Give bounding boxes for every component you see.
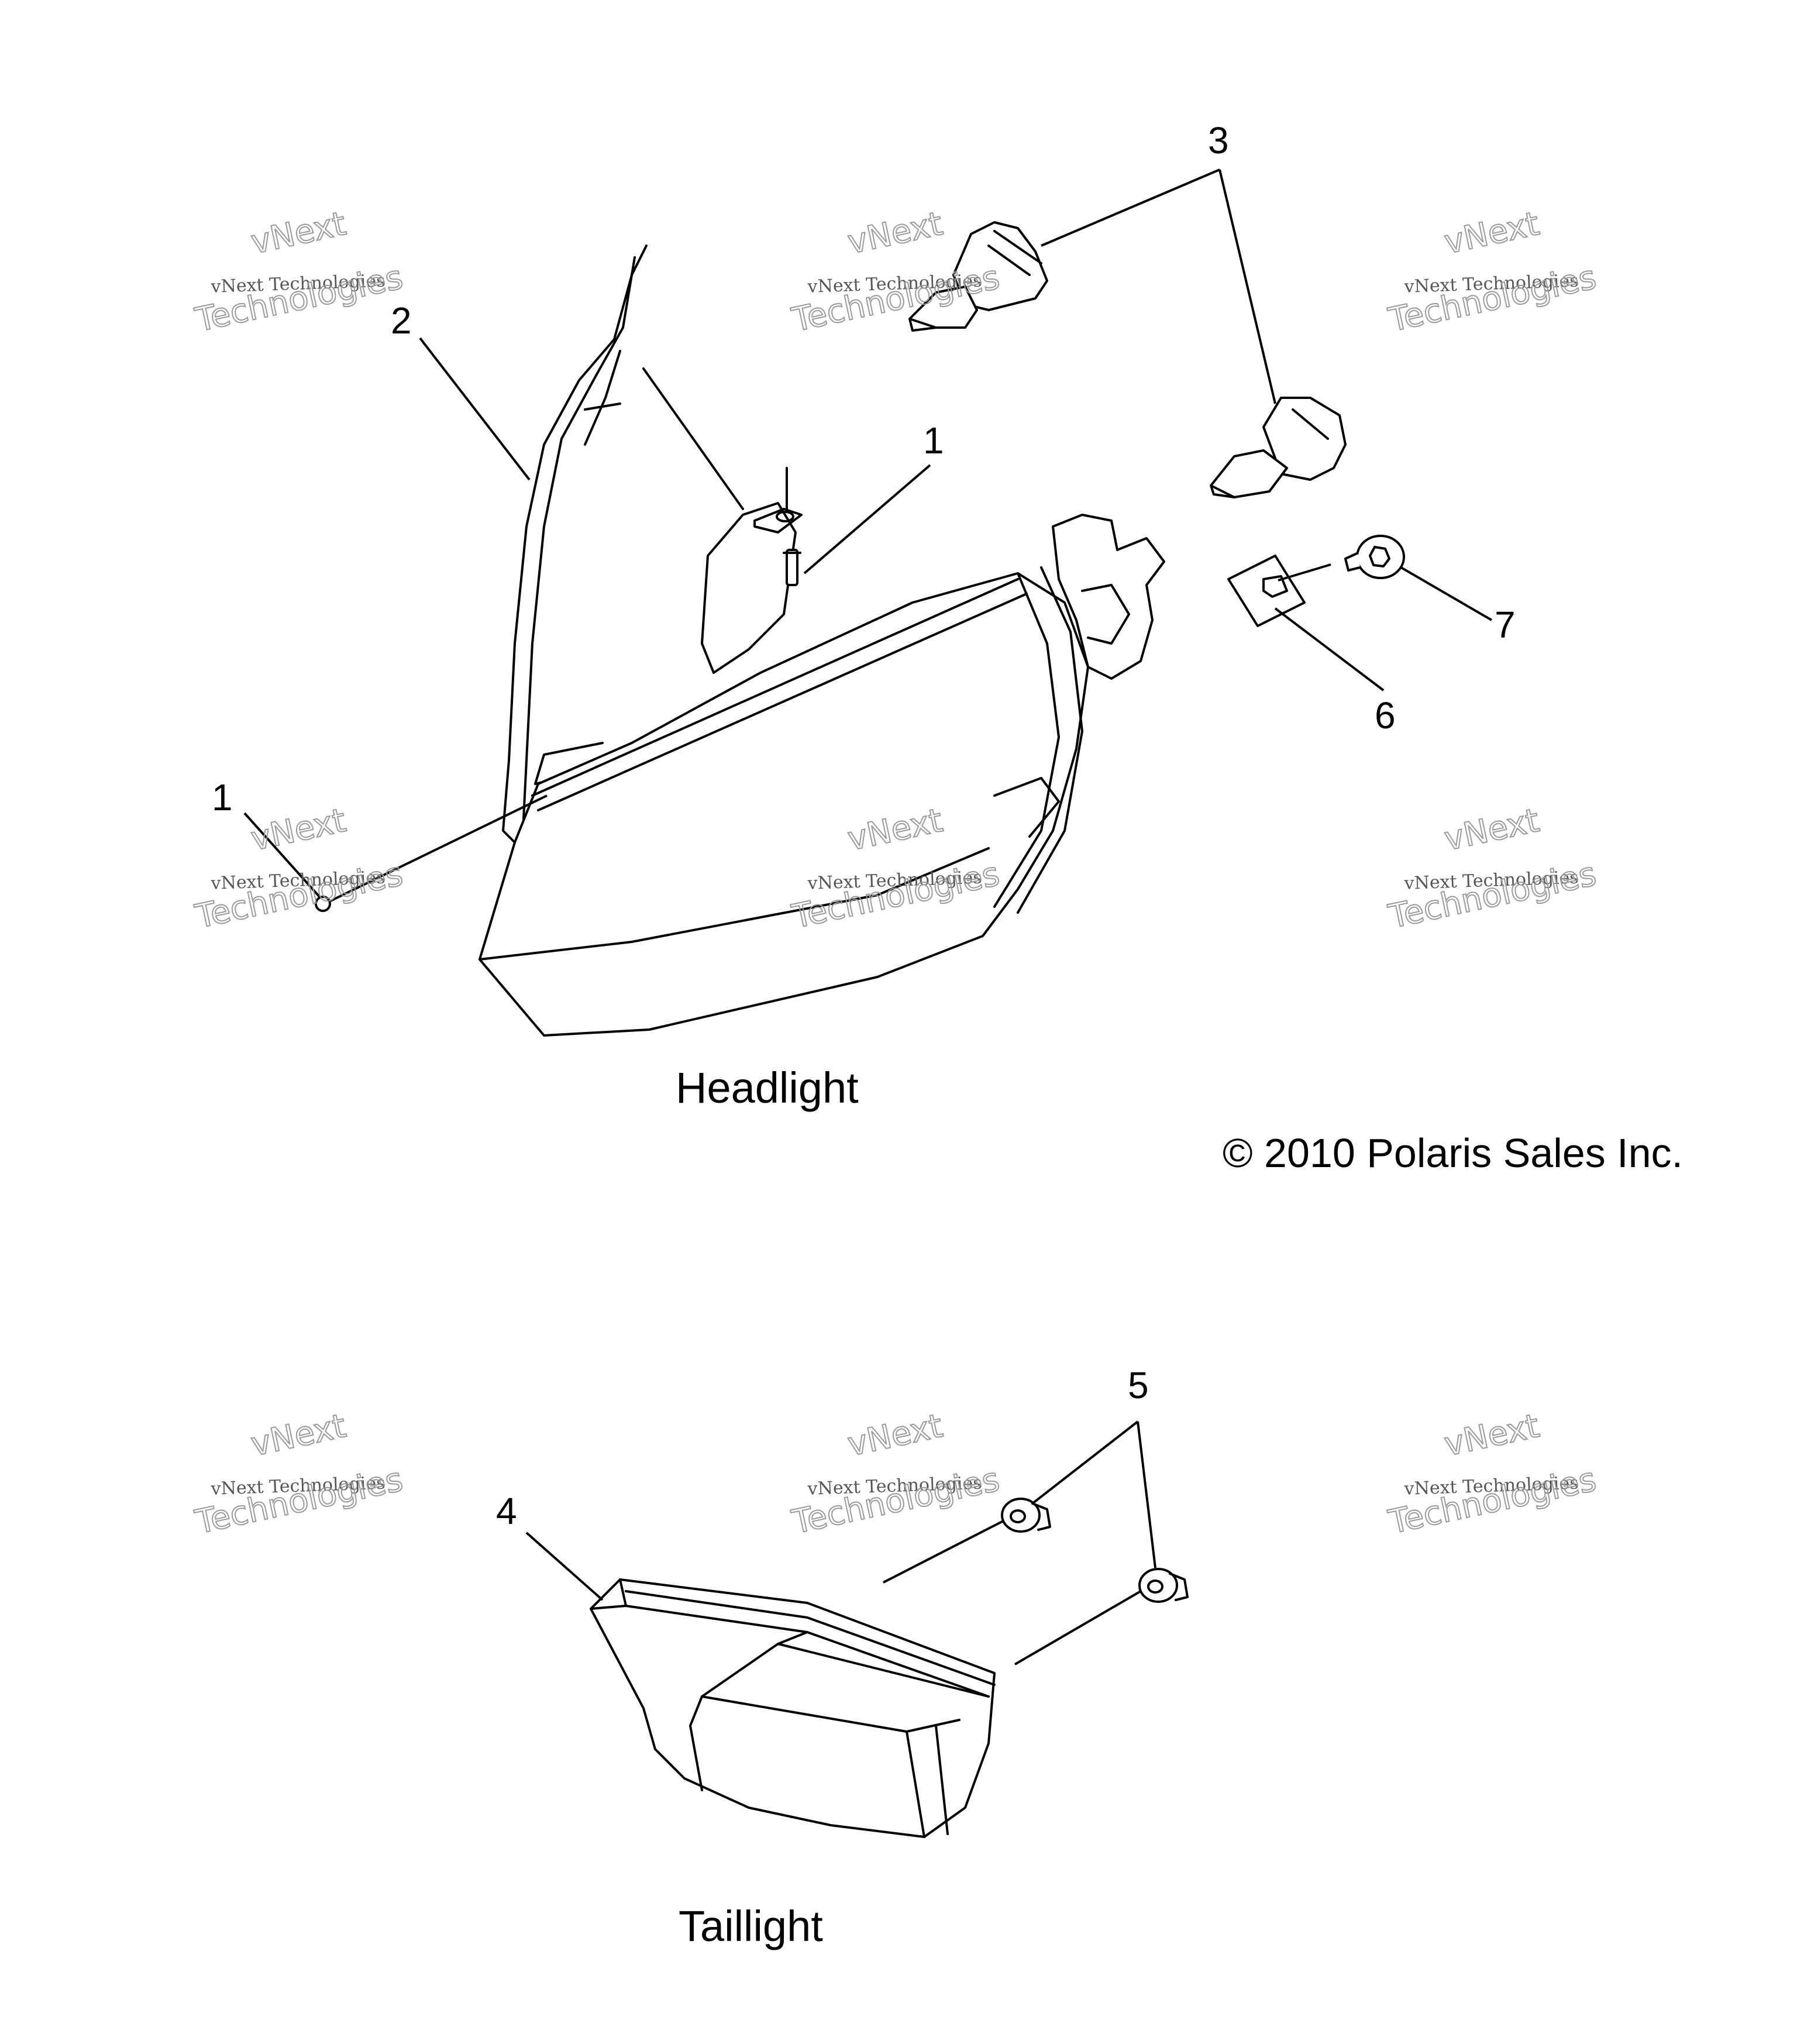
headlight-adjuster-bracket — [753, 467, 803, 534]
torx-screw — [1344, 535, 1405, 579]
grommet-lower — [1138, 1568, 1189, 1603]
svg-text:vNext: vNext — [844, 1407, 946, 1464]
callout-4: 4 — [496, 1490, 517, 1532]
watermark-r3c1: vNext vNext Technologies Technologies — [191, 1406, 407, 1542]
callout-7: 7 — [1495, 604, 1516, 646]
headlight-housing — [478, 502, 1089, 1037]
svg-text:Technologies: Technologies — [789, 1461, 1003, 1542]
grommet-upper — [1001, 1498, 1051, 1533]
watermark-r3c2: vNext vNext Technologies Technologies — [788, 1406, 1003, 1542]
taillight-label: Taillight — [679, 1902, 823, 1950]
watermark-r1c3: vNext vNext Technologies Technologies — [1385, 204, 1600, 340]
svg-text:Technologies: Technologies — [192, 1461, 406, 1542]
bulb-upper — [908, 221, 1048, 332]
watermark-r2c3: vNext vNext Technologies Technologies — [1385, 801, 1600, 937]
svg-text:Technologies: Technologies — [1385, 855, 1599, 937]
callout-1-upper: 1 — [923, 419, 944, 462]
bulb-lower — [1210, 397, 1347, 498]
svg-text:Technologies: Technologies — [192, 855, 406, 937]
headlight-label: Headlight — [676, 1064, 859, 1112]
svg-text:vNext: vNext — [1441, 205, 1543, 262]
headlight-rear-sockets — [993, 514, 1165, 838]
u-nut-clip — [1227, 555, 1306, 627]
callout-3: 3 — [1208, 119, 1229, 161]
svg-text:vNext: vNext — [844, 205, 946, 262]
svg-text:Technologies: Technologies — [789, 259, 1003, 340]
copyright-notice: © 2010 Polaris Sales Inc. — [1223, 1130, 1683, 1176]
screw-lower — [315, 896, 331, 912]
callout-6: 6 — [1375, 694, 1396, 737]
headlight-bezel — [502, 245, 744, 844]
callout-5: 5 — [1128, 1364, 1149, 1406]
taillight-assembly — [590, 1578, 996, 1838]
watermark-r3c3: vNext vNext Technologies Technologies — [1385, 1406, 1600, 1542]
svg-text:vNext: vNext — [247, 801, 349, 859]
headlight-assembly — [315, 245, 1165, 1037]
callout-2: 2 — [391, 300, 412, 342]
screw-upper — [783, 549, 801, 586]
callout-1-lower: 1 — [212, 776, 233, 818]
svg-text:vNext: vNext — [1441, 1407, 1543, 1464]
leader-lines — [243, 168, 1493, 1666]
svg-text:vNext: vNext — [1441, 801, 1543, 859]
watermark-r1c1: vNext vNext Technologies Technologies — [191, 204, 407, 340]
svg-text:vNext: vNext — [247, 205, 349, 262]
svg-text:Technologies: Technologies — [1385, 1461, 1599, 1542]
svg-text:Technologies: Technologies — [1385, 259, 1599, 340]
svg-text:vNext: vNext — [247, 1407, 349, 1464]
svg-text:Technologies: Technologies — [192, 259, 406, 340]
